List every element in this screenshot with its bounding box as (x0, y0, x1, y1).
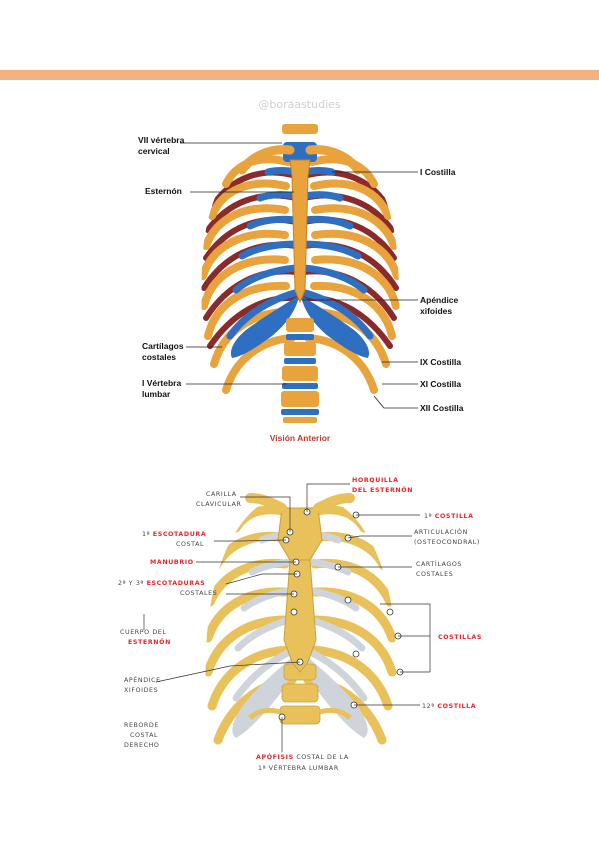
sternum-1 (289, 159, 311, 304)
label-cuerpo-2: ESTERNÓN (128, 637, 171, 646)
label-1a-costilla: COSTILLA (435, 513, 474, 520)
label-carilla-1: CARILLA (206, 491, 237, 498)
label-articulacion-2: (OSTEOCONDRAL) (414, 539, 480, 546)
label-escotaduras: ESCOTADURAS (147, 580, 206, 587)
first-rib-pair (237, 145, 363, 175)
label-articulacion-1: ARTICULACIÓN (414, 527, 468, 536)
clavicles-stub (245, 493, 355, 513)
label-cartilagos-1: CARTÍLAGOS (416, 559, 462, 568)
label-costales: COSTALES (180, 590, 217, 597)
label-i-costilla: I Costilla (420, 167, 456, 177)
cartilage-mass-left (230, 296, 298, 358)
label-xii-costilla: XII Costilla (420, 403, 464, 413)
label-escotadura-num: 1ª (142, 531, 150, 538)
label-apendice-2: xifoides (420, 306, 452, 316)
label-horquilla-1: HORQUILLA (352, 477, 399, 484)
label-reborde-3: DERECHO (124, 742, 159, 749)
label-12a-costilla-num: 12ª (422, 703, 435, 710)
svg-text:1ª COSTILLA: 1ª COSTILLA (424, 513, 474, 520)
label-cartilagos-1: Cartílagos (142, 341, 184, 351)
manubrium-2 (277, 507, 323, 561)
label-vii-vertebra-1: VII vértebra (138, 135, 185, 145)
watermark: @boraastudies (258, 98, 341, 111)
svg-text:2ª Y 3ª ESCOTADURAS: 2ª Y 3ª ESCOTADURAS (118, 580, 205, 587)
label-apofisis-2: 1ª VÉRTEBRA LUMBAR (258, 763, 339, 772)
label-reborde-1: REBORDE (124, 722, 159, 729)
label-apofisis-red: APÓFISIS (256, 752, 294, 761)
label-escotaduras-num: 2ª Y 3ª (118, 580, 144, 587)
leader-lines-1 (180, 142, 418, 409)
label-cartilagos-2: costales (142, 352, 176, 362)
label-apofisis-rest: COSTAL DE LA (296, 754, 349, 761)
label-cartilagos-2: COSTALES (416, 571, 453, 578)
svg-text:12ª COSTILLA: 12ª COSTILLA (422, 703, 476, 710)
svg-text:1ª ESCOTADURA: 1ª ESCOTADURA (142, 531, 206, 538)
label-vertebra-lumbar-2: lumbar (142, 389, 171, 399)
diagram-2-ribcage: HORQUILLA DEL ESTERNÓN CARILLA CLAVICULA… (118, 477, 482, 772)
label-reborde-2: COSTAL (130, 732, 158, 739)
label-costillas: COSTILLAS (438, 634, 482, 641)
label-vertebra-lumbar-1: I Vértebra (142, 378, 181, 388)
label-ix-costilla: IX Costilla (420, 357, 461, 367)
cartilage-mass-right (302, 296, 370, 358)
sternum-body-2 (283, 559, 317, 673)
label-vii-vertebra-2: cervical (138, 146, 170, 156)
label-12a-costilla: COSTILLA (437, 703, 476, 710)
label-escotadura: ESCOTADURA (153, 531, 207, 538)
label-manubrio: MANUBRIO (150, 559, 194, 566)
label-carilla-2: CLAVICULAR (196, 501, 241, 508)
label-cuerpo-1: CUERPO DEL (120, 629, 166, 636)
label-esternon: Esternón (145, 186, 182, 196)
label-apendice-2: XIFOIDES (124, 687, 158, 694)
label-xi-costilla: XI Costilla (420, 379, 461, 389)
label-costal: COSTAL (176, 541, 204, 548)
label-apendice-1: Apéndice (420, 295, 459, 305)
label-1a-costilla-num: 1ª (424, 513, 432, 520)
top-color-band (0, 70, 599, 80)
label-horquilla-2: DEL ESTERNÓN (352, 485, 413, 494)
label-apendice-1: APÉNDICE (124, 675, 161, 684)
cervical-vertebra-1 (282, 124, 318, 134)
leader-lines-2 (143, 483, 431, 752)
svg-text:APÓFISIS COSTAL DE LA: APÓFISIS COSTAL DE LA (256, 752, 349, 761)
caption-vision-anterior: Visión Anterior (270, 433, 331, 443)
diagram-1-ribcage: VII vértebra cervical Esternón Cartílago… (138, 124, 464, 443)
